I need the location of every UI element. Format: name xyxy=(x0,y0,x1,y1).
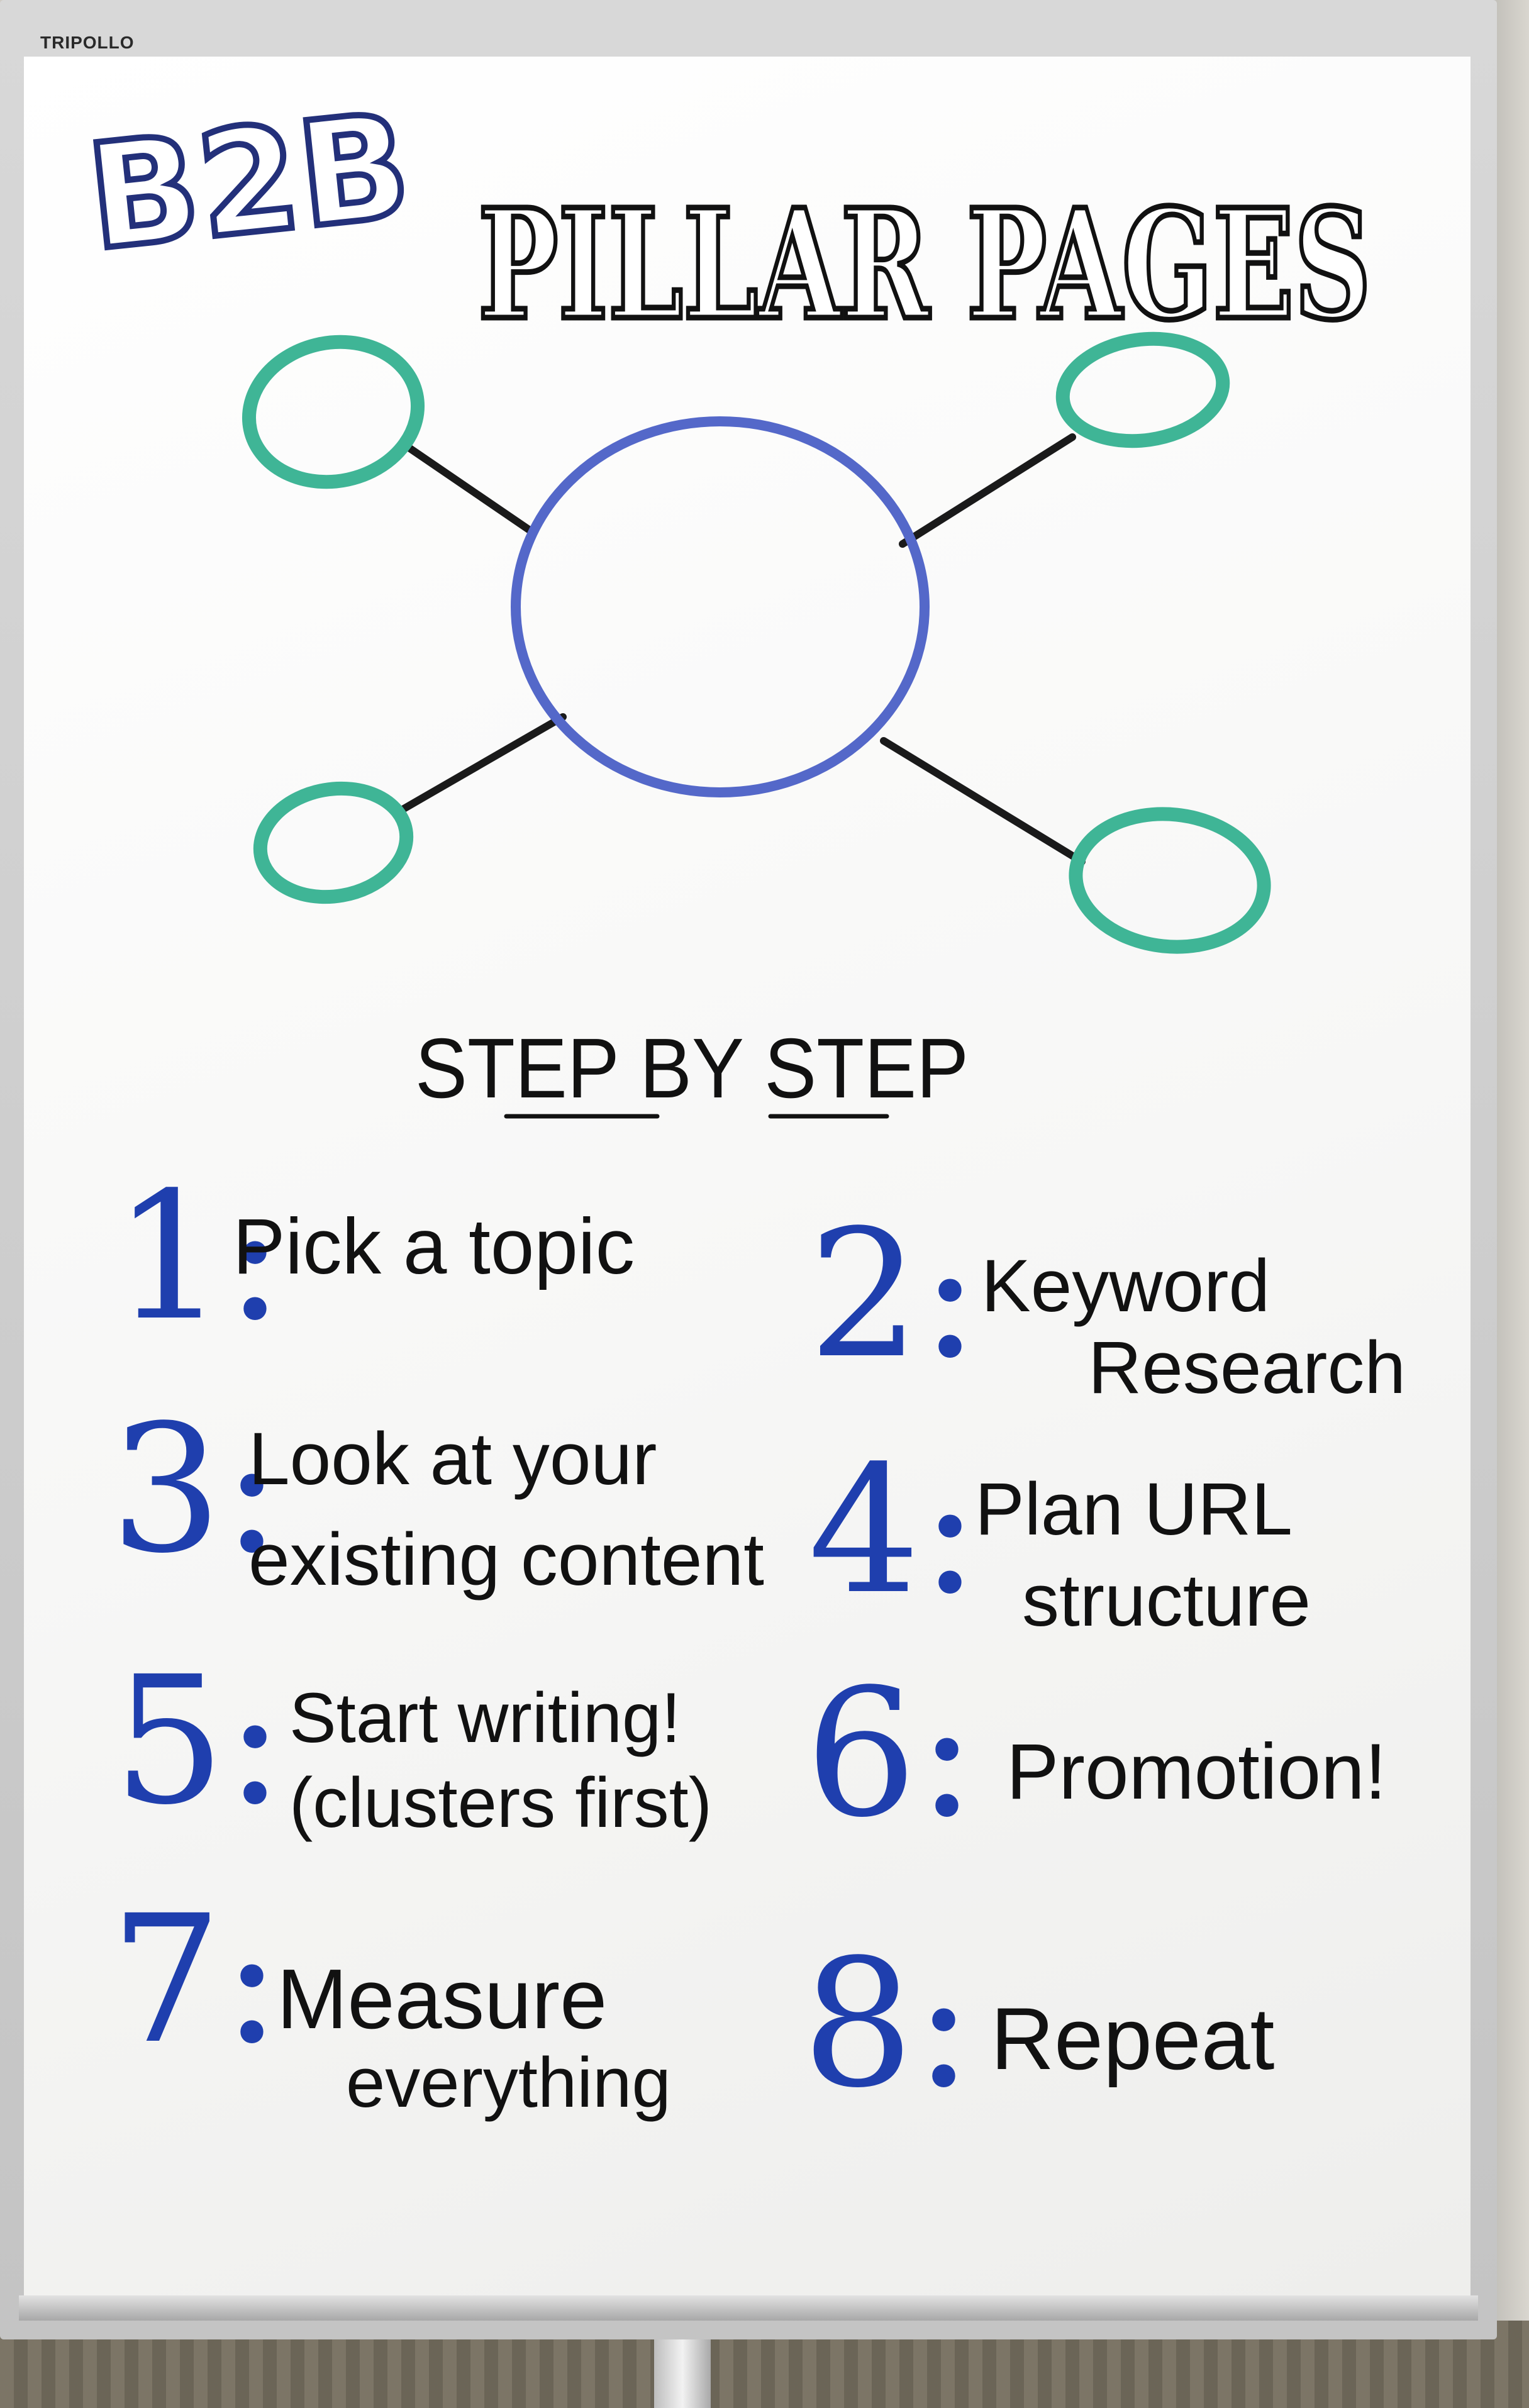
hub-spoke-diagram xyxy=(242,331,1271,954)
step-text: Repeat xyxy=(991,1989,1274,2088)
brand-label: TRIPOLLO xyxy=(40,33,135,52)
step-3: 3: Look at your existing content xyxy=(110,1387,764,1601)
step-2: 2: Keyword Research xyxy=(808,1192,1406,1409)
step-8: 8: Repeat xyxy=(802,1922,1274,2127)
step-7: 7: Measure everything xyxy=(110,1878,671,2122)
connector-top-left xyxy=(399,440,535,535)
title-prefix: B2B xyxy=(81,82,418,283)
step-text: structure xyxy=(1022,1559,1311,1642)
step-text: Pick a topic xyxy=(233,1203,635,1290)
step-6: 6: Promotion! xyxy=(805,1651,1386,1856)
step-number: 7: xyxy=(110,1878,281,2083)
step-number: 6: xyxy=(805,1651,976,1856)
connector-top-right xyxy=(899,433,1076,548)
step-number: 2: xyxy=(808,1192,979,1397)
steps-heading: STEP BY STEP xyxy=(415,1021,969,1116)
step-4: 4: Plan URL structure xyxy=(808,1428,1311,1642)
step-text: (clusters first) xyxy=(289,1763,712,1842)
step-number: 5: xyxy=(113,1639,284,1844)
step-text: Start writing! xyxy=(289,1678,681,1757)
step-text: Measure xyxy=(277,1951,607,2046)
step-number: 4: xyxy=(808,1428,979,1633)
connector-bottom-right xyxy=(880,737,1086,865)
step-text: existing content xyxy=(248,1518,764,1601)
marker-tray xyxy=(19,2295,1478,2321)
step-text: Plan URL xyxy=(975,1468,1293,1551)
step-5: 5: Start writing! (clusters first) xyxy=(113,1639,712,1844)
cluster-circle-top-right xyxy=(1055,331,1230,448)
cluster-circle-top-left xyxy=(242,335,425,489)
step-text: Promotion! xyxy=(1006,1728,1386,1816)
step-number: 8: xyxy=(802,1922,973,2127)
title-main: PILLAR PAGES xyxy=(478,176,1371,353)
connector-bottom-left xyxy=(396,713,567,815)
whiteboard-surface xyxy=(24,57,1471,2295)
pillar-hub-circle xyxy=(511,416,930,797)
step-number: 3: xyxy=(110,1387,281,1592)
cluster-circle-bottom-right xyxy=(1069,807,1271,954)
step-text: everything xyxy=(346,2043,671,2122)
step-text: Look at your xyxy=(248,1418,657,1501)
step-text: Research xyxy=(1088,1326,1406,1409)
step-text: Keyword xyxy=(981,1245,1270,1328)
step-1: 1: Pick a topic xyxy=(113,1155,635,1360)
step-number: 1: xyxy=(113,1155,284,1360)
cluster-circle-bottom-left xyxy=(253,781,414,904)
